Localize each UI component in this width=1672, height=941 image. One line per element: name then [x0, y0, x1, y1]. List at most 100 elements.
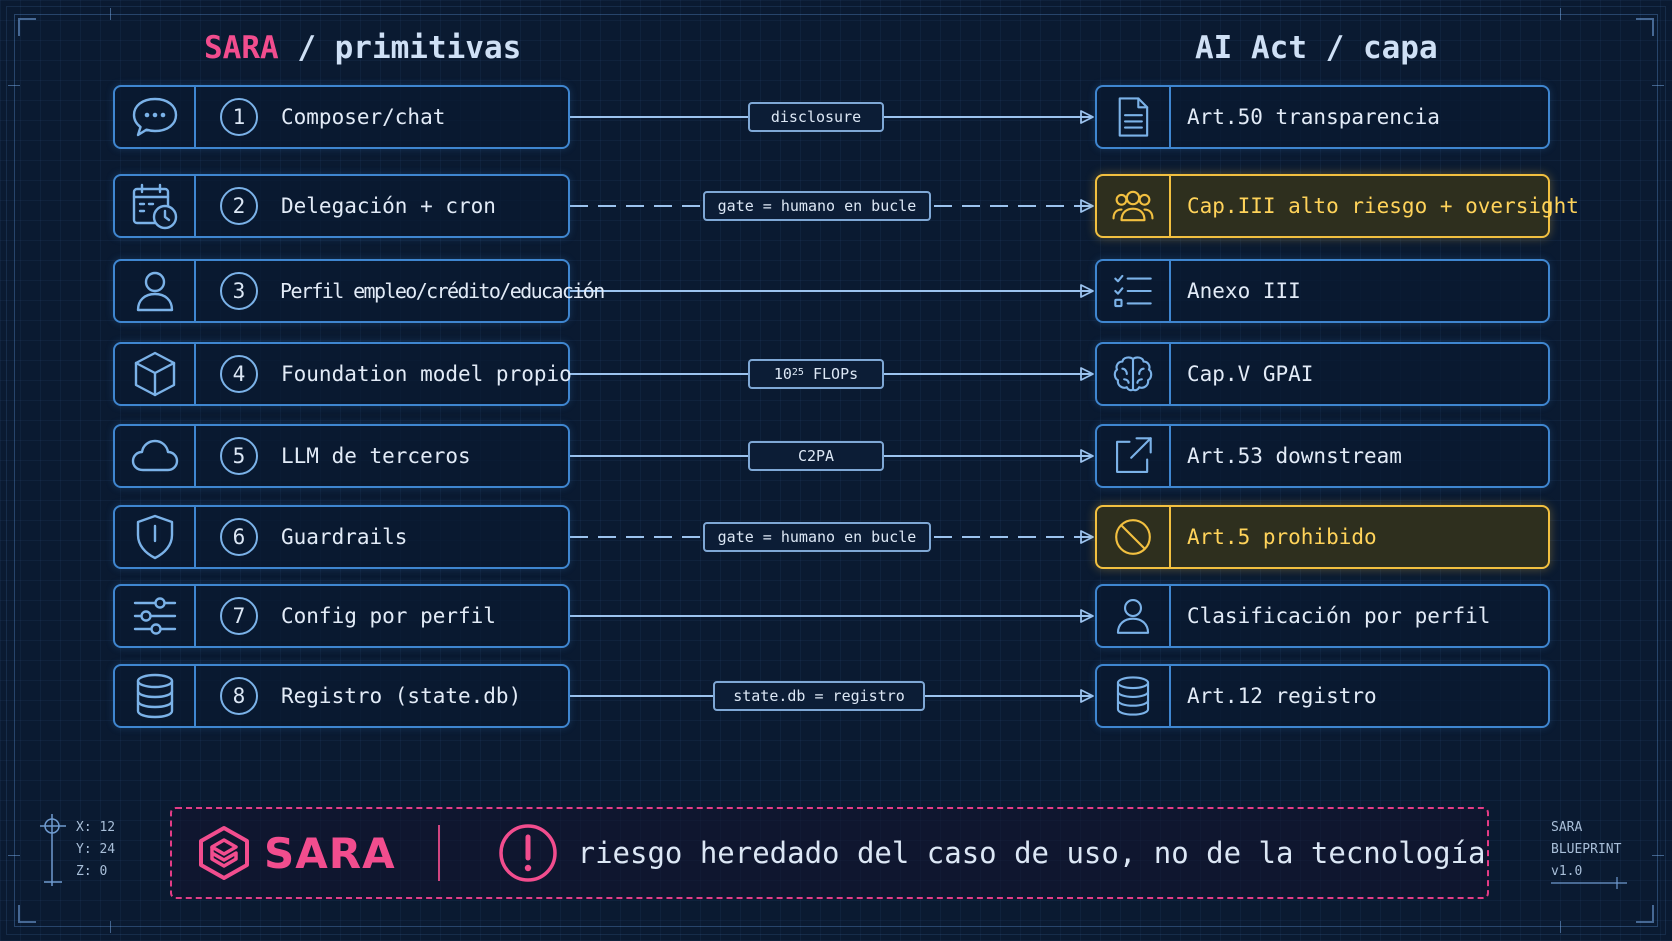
user-profile-icon: [1116, 599, 1150, 634]
frame-corner: [18, 905, 36, 923]
right-column-title: AI Act / capa: [1195, 30, 1438, 66]
primitive-label: Delegación + cron: [281, 194, 496, 218]
layer-icon-cell: [1097, 586, 1171, 646]
frame-tick: [8, 855, 20, 856]
primitive-box: 1 Composer/chat: [113, 85, 570, 149]
coord-y: Y: 24: [76, 842, 116, 857]
coord-x: X: 12: [76, 820, 116, 835]
primitive-box: 4 Foundation model propio: [113, 342, 572, 406]
step-number: 6: [220, 518, 258, 556]
connector-label: disclosure: [748, 102, 884, 132]
cube-icon: [134, 351, 175, 397]
primitive-box: 5 LLM de terceros: [113, 424, 570, 488]
document-icon: [1118, 97, 1149, 137]
inner-frame: [14, 14, 1658, 927]
frame-tick: [110, 921, 111, 933]
database-icon: [1116, 676, 1150, 716]
step-number: 1: [220, 98, 258, 136]
primitive-label: Config por perfil: [281, 604, 496, 628]
primitive-box: 2 Delegación + cron: [113, 174, 570, 238]
blueprint-stamp: SARA BLUEPRINT v1.0: [1551, 817, 1621, 883]
frame-tick: [1560, 921, 1561, 933]
frame-corner: [1636, 905, 1654, 923]
layer-icon-cell: [1097, 261, 1171, 321]
primitive-icon-cell: [115, 426, 196, 486]
stamp-line-1: SARA: [1551, 820, 1583, 835]
flops-base: 10: [773, 365, 792, 383]
primitive-label: Composer/chat: [281, 105, 446, 129]
outer-frame: [6, 6, 1666, 935]
connector-label: gate = humano en bucle: [703, 191, 931, 221]
primitive-label: Perfil empleo/crédito/educación: [280, 279, 605, 303]
crosshair-icon: [40, 814, 66, 886]
step-number: 5: [220, 437, 258, 475]
ai-act-layer-box: Art.53 downstream: [1095, 424, 1550, 488]
banner-message: riesgo heredado del caso de uso, no de l…: [577, 836, 1486, 870]
primitive-label: LLM de terceros: [281, 444, 471, 468]
primitive-icon-cell: [115, 344, 196, 404]
primitive-label: Foundation model propio: [281, 362, 572, 386]
step-number: 4: [220, 355, 258, 393]
layer-label: Art.50 transparencia: [1187, 105, 1440, 129]
layer-icon-cell: [1097, 87, 1171, 147]
ai-act-layer-box: Art.50 transparencia: [1095, 85, 1550, 149]
layer-icon-cell: [1097, 344, 1171, 404]
external-link-icon: [1116, 437, 1152, 473]
alert-icon: [498, 824, 557, 882]
step-number: 2: [220, 187, 258, 225]
frame-tick: [8, 85, 20, 86]
stamp-underline: [1551, 877, 1627, 889]
step-number: 8: [220, 677, 258, 715]
layer-icon-cell: [1097, 507, 1171, 567]
calendar-clock-icon: [132, 183, 177, 230]
primitive-box: 3 Perfil empleo/crédito/educación: [113, 259, 605, 323]
stamp-line-3: v1.0: [1551, 864, 1583, 879]
primitive-icon-cell: [115, 176, 196, 236]
step-number: 3: [220, 272, 258, 310]
banner-divider: [437, 825, 440, 881]
frame-corner: [18, 18, 36, 36]
layer-label: Anexo III: [1187, 279, 1301, 303]
ai-act-layer-box: Art.12 registro: [1095, 664, 1550, 728]
layer-icon-cell: [1097, 176, 1171, 236]
sliders-icon: [133, 597, 176, 635]
left-title-rest: / primitivas: [278, 30, 522, 66]
layer-label: Art.53 downstream: [1187, 444, 1402, 468]
frame-corner: [1636, 18, 1654, 36]
primitive-icon-cell: [115, 666, 196, 726]
step-number: 7: [220, 597, 258, 635]
primitive-label: Guardrails: [281, 525, 408, 549]
database-icon: [136, 673, 173, 719]
connector-label: gate = humano en bucle: [703, 522, 931, 552]
flops-unit: FLOPs: [803, 365, 859, 383]
frame-tick: [1652, 85, 1664, 86]
left-title-brand: SARA: [204, 30, 279, 66]
primitive-icon-cell: [115, 507, 196, 567]
chat-bubble-icon: [132, 97, 177, 137]
stamp-line-2: BLUEPRINT: [1551, 842, 1622, 857]
brain-icon: [1113, 356, 1153, 392]
user-profile-icon: [136, 271, 173, 312]
layer-label: Clasificación por perfil: [1187, 604, 1491, 628]
primitive-label: Registro (state.db): [281, 684, 522, 708]
layer-label: Art.5 prohibido: [1187, 525, 1377, 549]
primitive-icon-cell: [115, 261, 196, 321]
frame-tick: [1652, 855, 1664, 856]
checklist-icon: [1114, 274, 1152, 308]
connector-label: C2PA: [748, 441, 884, 471]
layer-icon-cell: [1097, 426, 1171, 486]
sara-logo-icon: [199, 826, 249, 880]
ai-act-layer-box-highlighted: Cap.III alto riesgo + oversight: [1095, 174, 1579, 238]
primitive-icon-cell: [115, 87, 196, 147]
summary-banner: SARA riesgo heredado del caso de uso, no…: [170, 807, 1489, 899]
layer-label: Cap.V GPAI: [1187, 362, 1314, 386]
frame-tick: [110, 8, 111, 20]
primitive-icon-cell: [115, 586, 196, 646]
primitive-box: 7 Config por perfil: [113, 584, 570, 648]
layer-icon-cell: [1097, 666, 1171, 726]
ai-act-layer-box-highlighted: Art.5 prohibido: [1095, 505, 1550, 569]
connector-label: state.db = registro: [713, 681, 925, 711]
primitive-box: 6 Guardrails: [113, 505, 570, 569]
coord-z: Z: 0: [76, 864, 108, 879]
